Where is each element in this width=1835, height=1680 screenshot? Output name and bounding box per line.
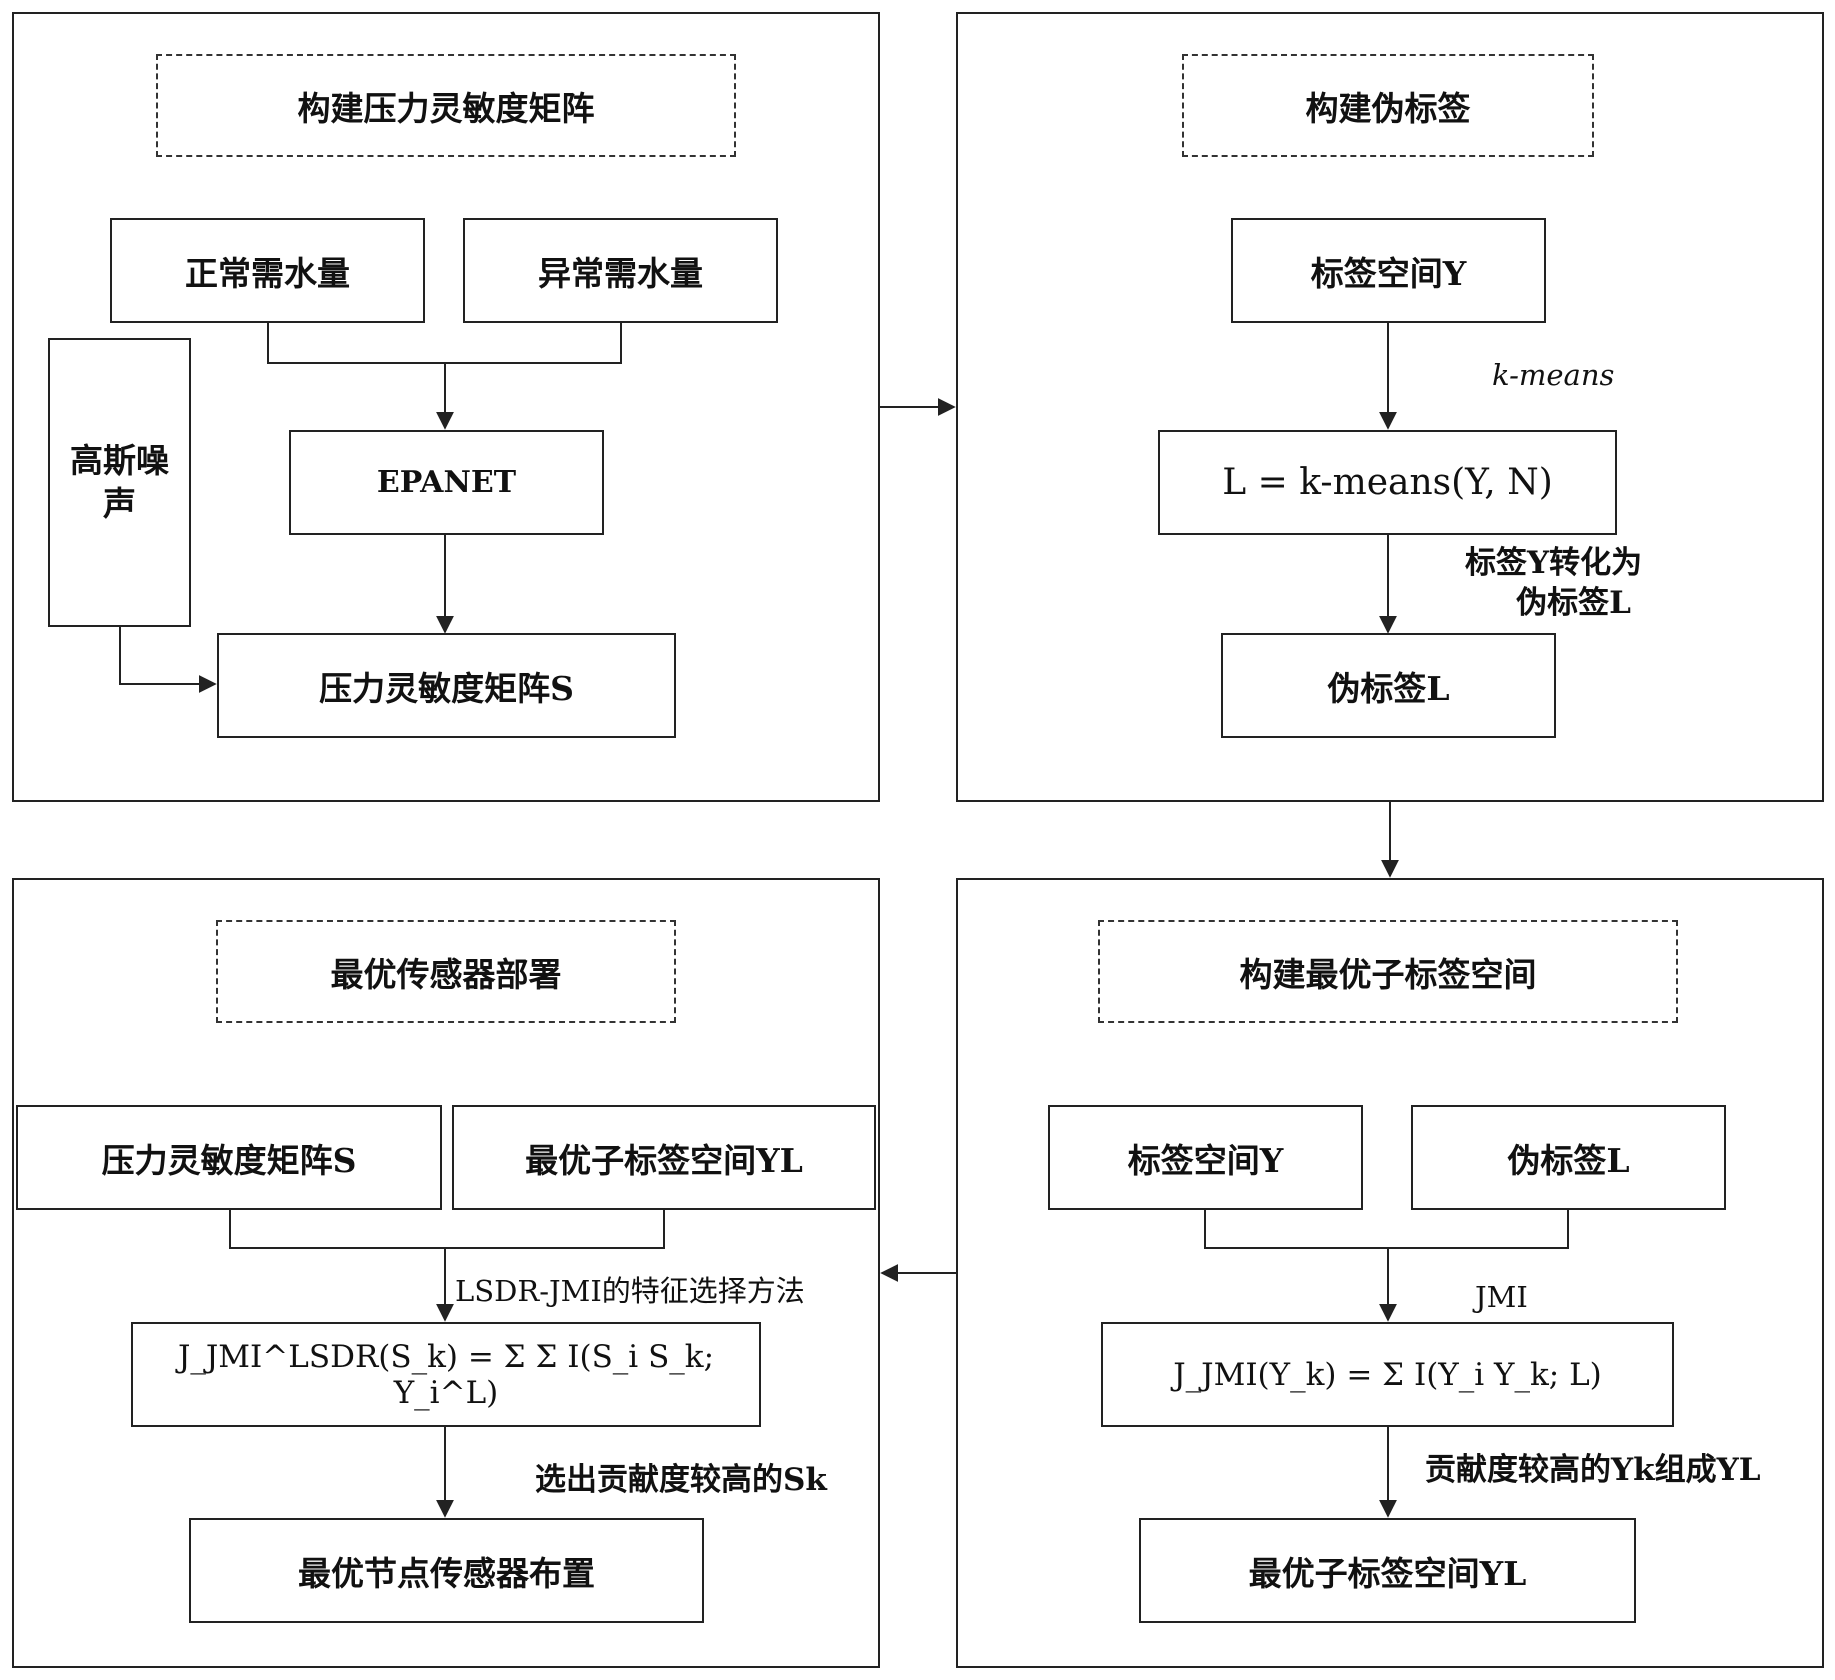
pressure-matrix-box-2: 压力灵敏度矩阵S (16, 1105, 442, 1210)
panel2-title: 构建伪标签 (1182, 54, 1594, 157)
pressure-matrix-box: 压力灵敏度矩阵S (217, 633, 676, 738)
jmi-formula-box: J_JMI(Y_k) = Σ I(Y_i Y_k; L) (1101, 1322, 1674, 1427)
kmeans-label: k-means (1492, 358, 1615, 392)
optimal-subspace-box: 最优子标签空间YL (1139, 1518, 1636, 1623)
label-space-box: 标签空间Y (1231, 218, 1546, 323)
panel3-title: 构建最优子标签空间 (1098, 920, 1678, 1023)
panel-pseudo-label (956, 12, 1824, 802)
select-note-sk: 选出贡献度较高的Sk (535, 1462, 827, 1498)
sensor-placement-box: 最优节点传感器布置 (189, 1518, 704, 1623)
pseudo-label-box-2: 伪标签L (1411, 1105, 1726, 1210)
label-space-box-2: 标签空间Y (1048, 1105, 1363, 1210)
lsdr-jmi-formula-box: J_JMI^LSDR(S_k) = Σ Σ I(S_i S_k; Y_i^L) (131, 1322, 761, 1427)
panel-sensor-deployment (12, 878, 880, 1668)
normal-demand-box: 正常需水量 (110, 218, 425, 323)
panel1-title: 构建压力灵敏度矩阵 (156, 54, 736, 157)
panel-optimal-subspace (956, 878, 1824, 1668)
select-note-yk: 贡献度较高的Yk组成YL (1425, 1452, 1761, 1488)
jmi-label: JMI (1475, 1280, 1528, 1314)
epanet-box: EPANET (289, 430, 604, 535)
gaussian-noise-box: 高斯噪 声 (48, 338, 191, 627)
pseudo-label-box: 伪标签L (1221, 633, 1556, 738)
kmeans-formula-box: L = k-means(Y, N) (1158, 430, 1617, 535)
abnormal-demand-box: 异常需水量 (463, 218, 778, 323)
panel-pressure-matrix (12, 12, 880, 802)
transform-note: 标签Y转化为 伪标签L (1465, 545, 1643, 622)
panel4-title: 最优传感器部署 (216, 920, 676, 1023)
method-label: LSDR-JMI的特征选择方法 (455, 1274, 805, 1308)
optimal-subspace-box-2: 最优子标签空间YL (452, 1105, 876, 1210)
